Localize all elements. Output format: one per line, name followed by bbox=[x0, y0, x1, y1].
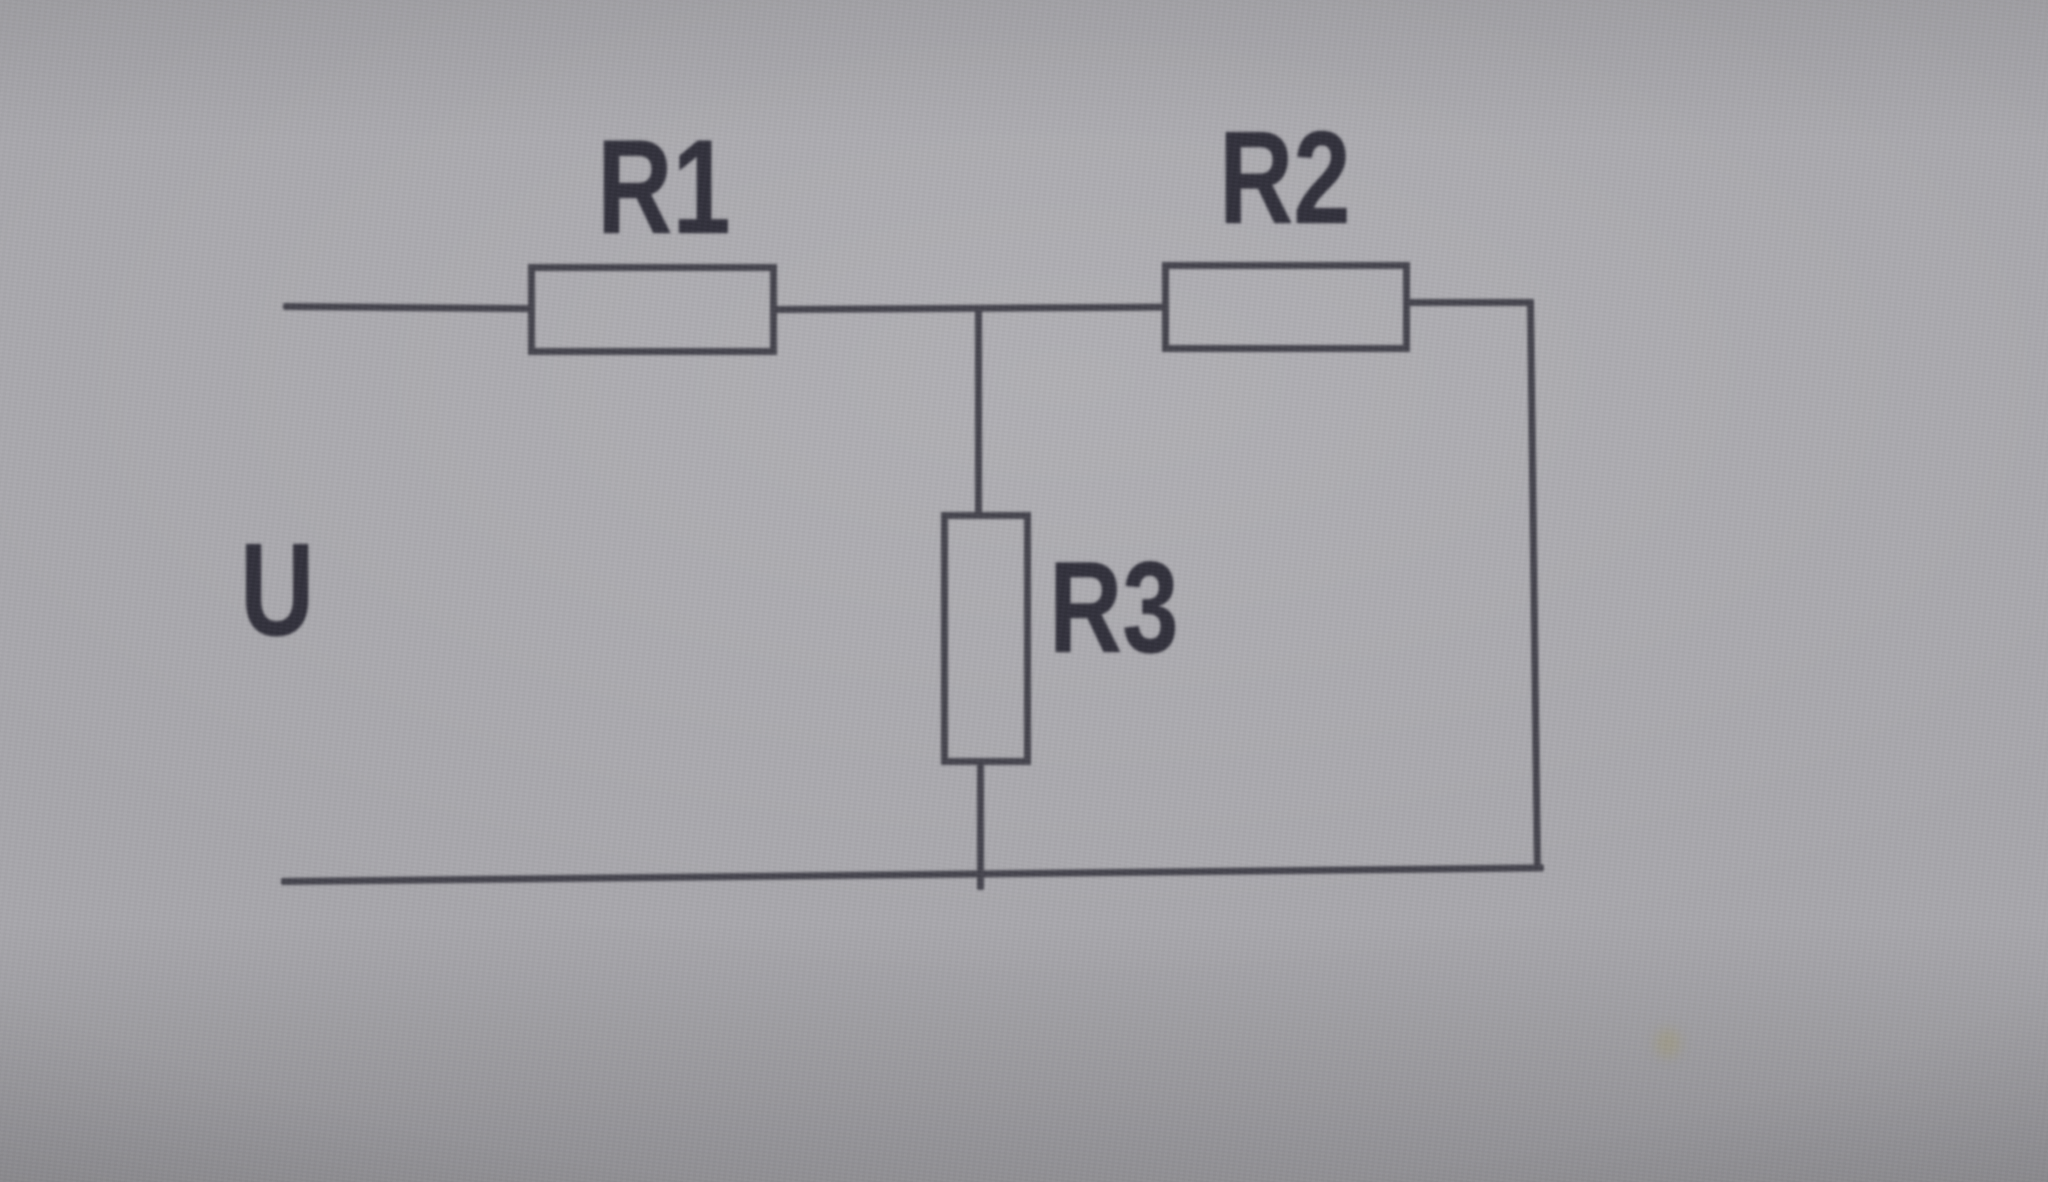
resistor-r3-body bbox=[941, 512, 1031, 765]
resistor-r1-body bbox=[528, 264, 777, 355]
wire-bottom-rail bbox=[280, 864, 1544, 885]
wire-r1-to-center-node bbox=[773, 303, 1167, 313]
resistor-r1-label: R1 bbox=[597, 113, 731, 262]
resistor-r2-body bbox=[1162, 262, 1410, 352]
wire-right-vertical bbox=[1527, 301, 1541, 871]
wire-r2-to-right-corner bbox=[1407, 299, 1534, 306]
resistor-r3-label: R3 bbox=[1049, 534, 1179, 680]
wire-upper-input-terminal bbox=[282, 303, 530, 313]
resistor-r2-label: R2 bbox=[1219, 104, 1351, 251]
wire-center-node-to-r3 bbox=[975, 309, 982, 519]
wire-r3-to-bottom-rail bbox=[977, 760, 984, 890]
voltage-source-label: U bbox=[240, 516, 315, 663]
